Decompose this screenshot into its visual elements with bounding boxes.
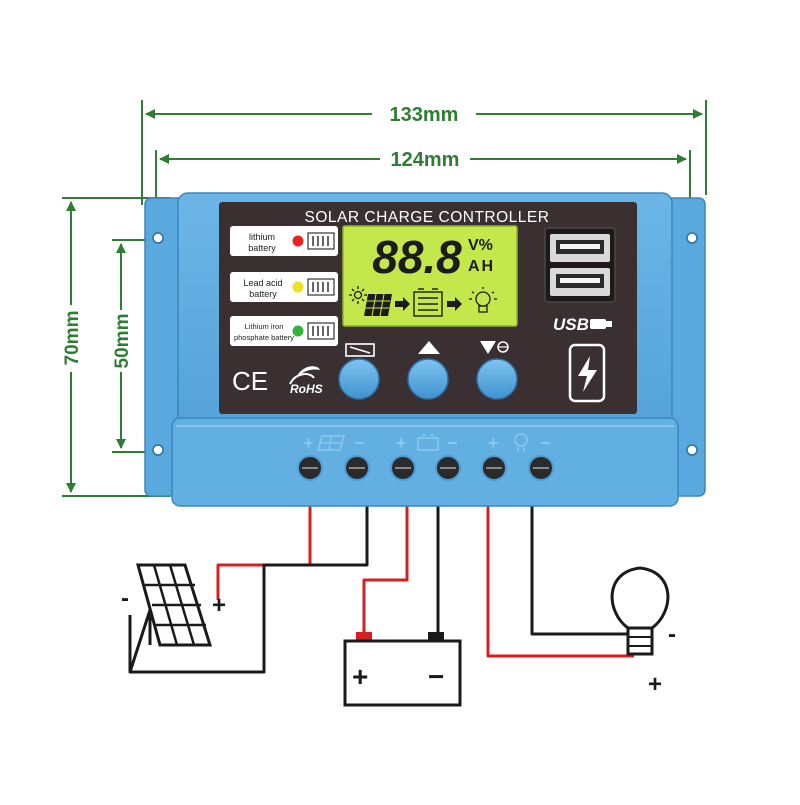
battery-plus-label: + [352,661,368,692]
terminal-block [171,417,679,507]
mount-hole [686,232,698,244]
terminal-plus-label: + [303,433,314,453]
solar-panel-diagram [128,563,213,673]
arrow-right-icon [395,297,410,311]
load-minus-wire [530,500,630,636]
sun-icon [349,286,367,304]
usb-ports: USB [544,227,616,334]
rohs-leaf-icon [289,366,320,385]
battery-level-icon [413,288,443,317]
battery-plus-wire [362,500,409,634]
status-led-red [292,235,304,247]
usb-label: USB [553,315,589,334]
light-bulb-diagram [610,566,670,656]
phone-charging-icon [568,343,606,403]
bulb-minus-label: - [668,621,676,648]
lcd-display: 88.8 V% AH [342,225,518,327]
wires [128,500,634,674]
solar-minus-label: - [121,585,129,612]
battery-icon [307,232,335,250]
battery-diagram [343,632,462,707]
terminal-minus-label: − [540,433,551,453]
dimension-inner-width: 124mm [391,149,460,171]
battery-type-label: lithium [249,232,275,242]
terminal-screw-load-plus[interactable] [481,455,507,481]
usb-port[interactable] [550,234,610,262]
battery-icon [307,278,335,296]
battery-type-lead-acid: Lead acid battery [230,272,338,302]
down-button[interactable] [476,358,518,400]
dimension-inner-height: 50mm [112,314,133,369]
bulb-plus-label: + [648,671,662,698]
terminal-symbol-load [514,433,528,452]
terminal-minus-label: − [354,433,365,453]
terminal-symbol-battery [417,434,439,451]
battery-type-lithium: lithium battery [230,226,338,256]
terminal-labels: + − + − + − [303,433,551,453]
up-icon [418,341,440,354]
battery-type-label: battery [248,243,276,253]
mount-hole [152,232,164,244]
battery-icon [307,322,335,340]
battery-type-label: battery [249,289,277,299]
status-led-yellow [292,281,304,293]
battery-type-label: Lead acid [243,278,282,288]
ce-mark: CE [232,366,268,396]
terminal-screw-solar-plus[interactable] [297,455,323,481]
terminal-plus-label: + [488,433,499,453]
arrow-right-icon [447,297,462,311]
lcd-unit-bottom: AH [468,258,495,275]
usb-plug-icon [590,319,612,329]
battery-type-label: phosphate battery [234,333,294,342]
panel-title: SOLAR CHARGE CONTROLLER [305,209,550,226]
mount-hole [686,444,698,456]
lcd-unit-top: V% [468,237,493,254]
terminal-screw-battery-minus[interactable] [435,455,461,481]
terminal-screws [297,455,554,481]
battery-type-label: Lithium iron [245,322,284,331]
terminal-screw-battery-plus[interactable] [390,455,416,481]
terminal-symbol-solar [317,435,345,451]
mount-hole [152,444,164,456]
rohs-mark: RoHS [290,382,323,396]
battery-type-lifepo4: Lithium iron phosphate battery [230,316,338,346]
solar-minus-wire [128,500,369,674]
terminal-plus-label: + [396,433,407,453]
dimension-overall-width: 133mm [390,104,459,126]
terminal-minus-label: − [447,433,458,453]
down-icon [480,341,509,354]
terminal-screw-load-minus[interactable] [528,455,554,481]
dimension-overall-height: 70mm [62,311,83,366]
lcd-digits: 88.8 [372,231,462,283]
bulb-icon [469,287,497,313]
status-led-green [292,325,304,337]
usb-port[interactable] [550,268,610,296]
load-plus-wire [486,500,634,658]
menu-icon [345,343,375,357]
terminal-screw-solar-minus[interactable] [344,455,370,481]
up-button[interactable] [407,358,449,400]
menu-button[interactable] [338,358,380,400]
solar-panel-icon [364,293,392,317]
battery-minus-label: − [428,661,444,692]
solar-plus-label: + [212,592,226,619]
